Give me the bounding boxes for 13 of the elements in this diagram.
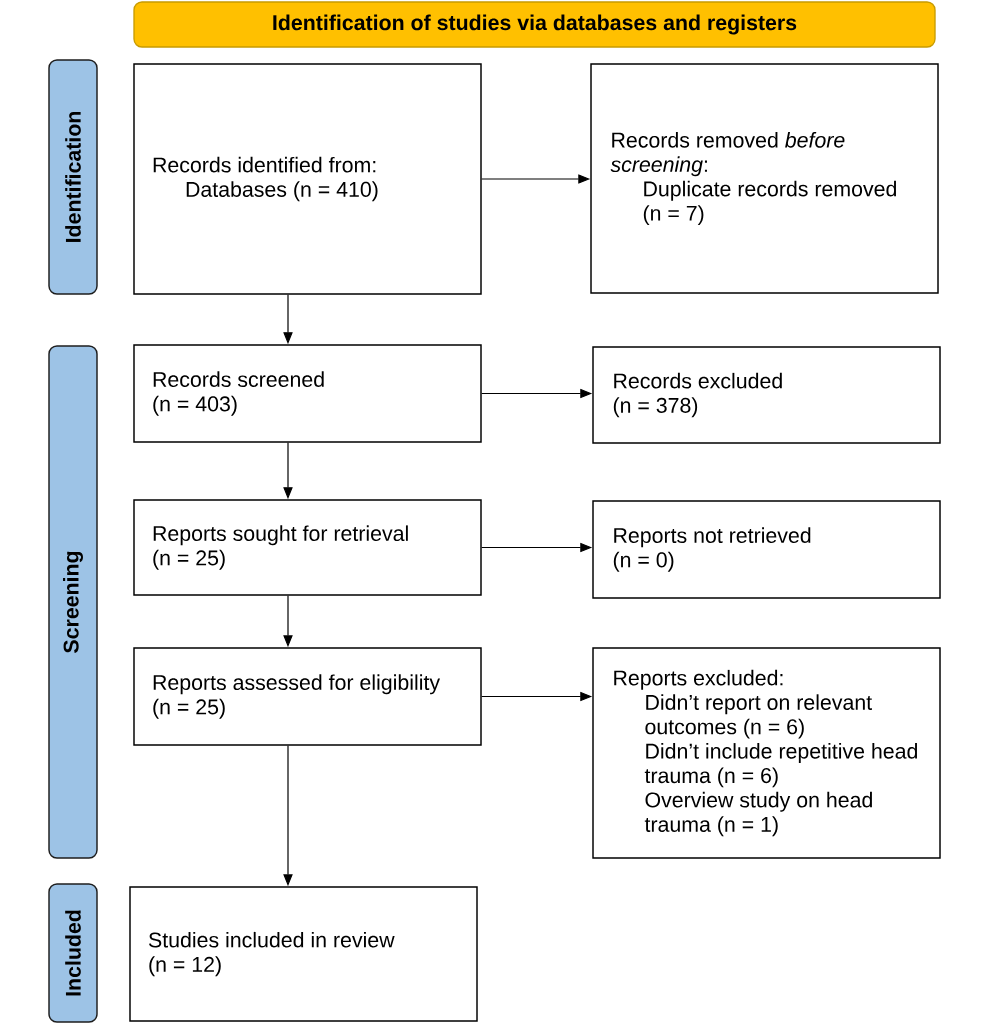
stage-band: Included xyxy=(48,883,98,1023)
process-box: Reports not retrieved (n = 0) xyxy=(592,500,941,599)
process-box: Reports assessed for eligibility (n = 25) xyxy=(133,647,482,746)
process-box: Records excluded (n = 378) xyxy=(592,346,941,444)
stage-band: Screening xyxy=(48,345,98,859)
process-box: Records identified from: Databases (n = 410) xyxy=(133,63,482,295)
stage-band: Identification xyxy=(48,59,98,295)
process-box: Records removed before screening: Duplicate records removed (n = 7) xyxy=(590,63,939,294)
process-box: Reports sought for retrieval (n = 25) xyxy=(133,499,482,596)
header-band: Identification of studies via databases and registers xyxy=(133,1,936,48)
process-box: Studies included in review (n = 12) xyxy=(129,886,478,1022)
process-box: Reports excluded: Didn’t report on relevant outcomes (n = 6) Didn’t include repetitive head trauma (n = 6) Overview study on head trauma (n = 1) xyxy=(592,647,941,859)
process-box: Records screened (n = 403) xyxy=(133,344,482,443)
